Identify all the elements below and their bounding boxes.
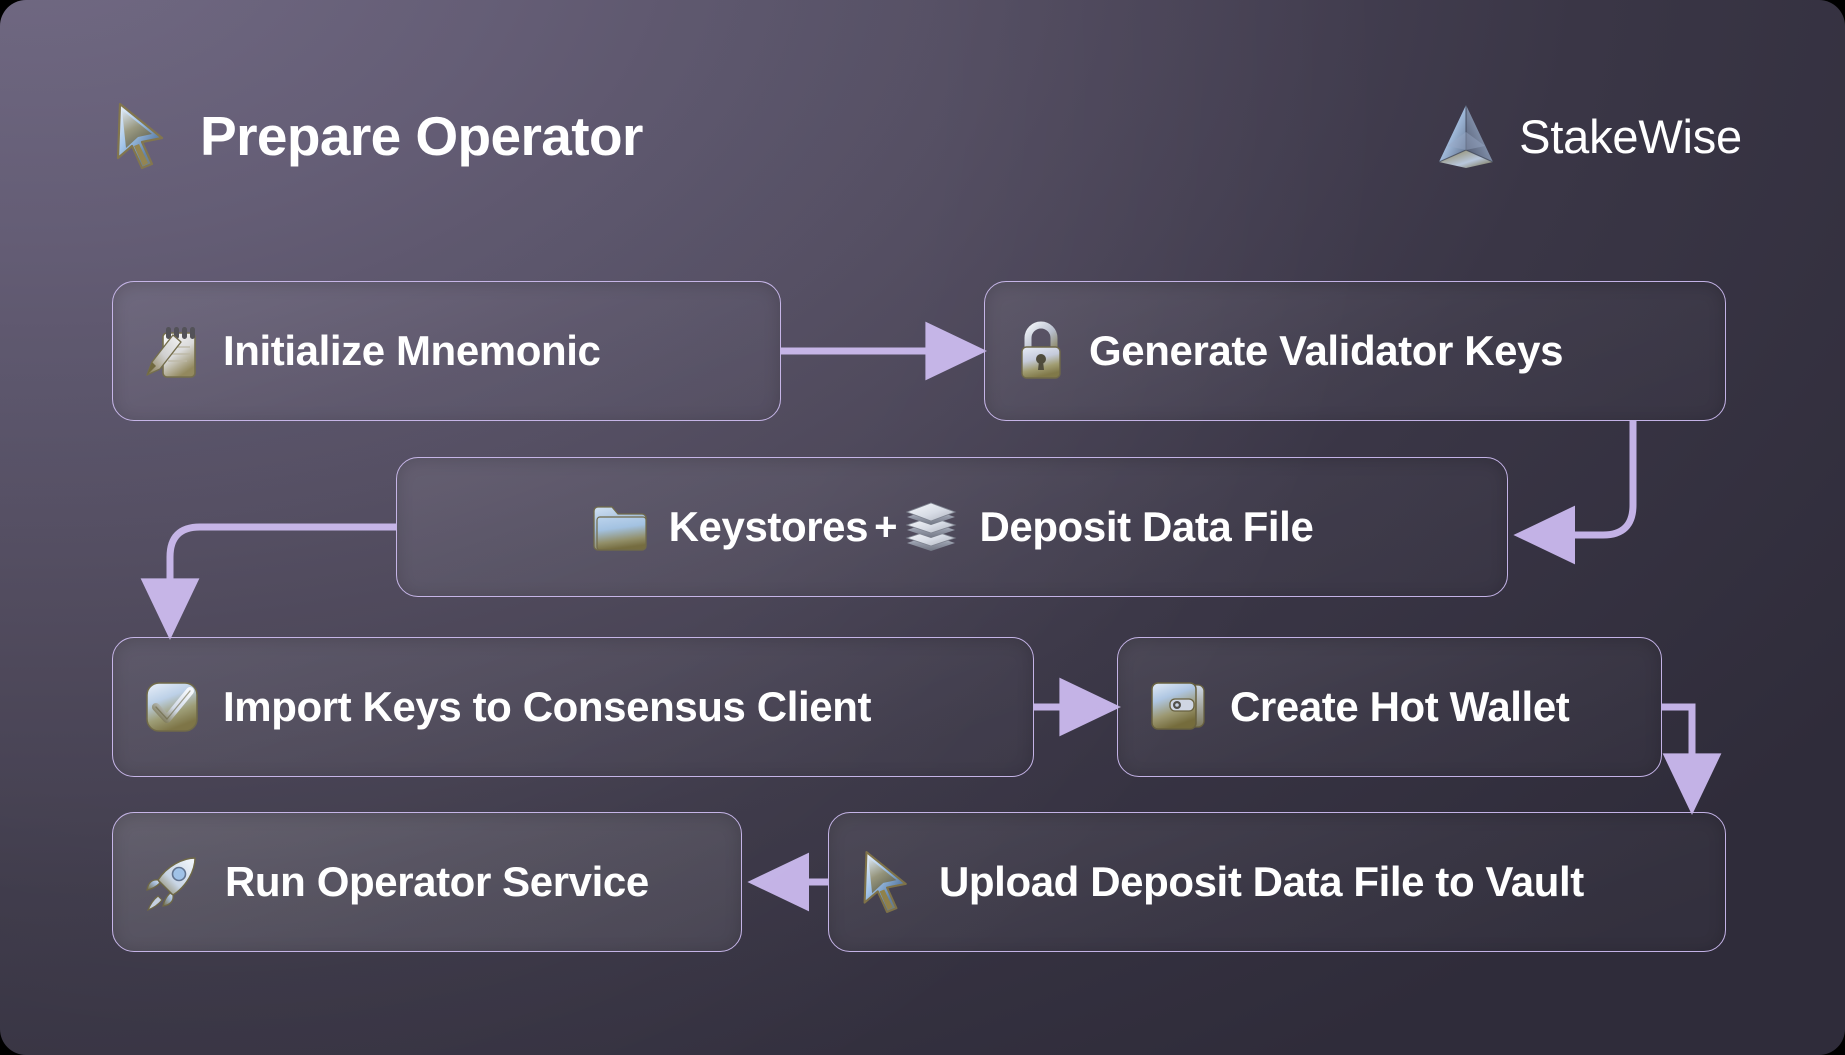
- memo-notepad-icon: [143, 321, 201, 381]
- edge-genkeys-to-keystores: [1513, 421, 1637, 565]
- stacked-discs-icon: [903, 499, 959, 555]
- node-label: Import Keys to Consensus Client: [223, 683, 872, 730]
- cursor-arrow-icon: [112, 100, 174, 172]
- check-mark-button-icon: [143, 678, 201, 736]
- node-generate-validator-keys[interactable]: Generate Validator Keys: [984, 281, 1726, 421]
- plus-separator: +: [874, 504, 898, 549]
- node-keystores-and-deposit-data[interactable]: Keystores +: [396, 457, 1508, 597]
- node-import-keys-to-consensus-client[interactable]: Import Keys to Consensus Client: [112, 637, 1034, 777]
- padlock-icon: [1015, 320, 1067, 382]
- brand-group[interactable]: StakeWise: [1435, 102, 1742, 170]
- node-initialize-mnemonic[interactable]: Initialize Mnemonic: [112, 281, 781, 421]
- edge-keystores-to-import: [140, 523, 396, 640]
- page-title: Prepare Operator: [200, 105, 643, 167]
- node-label-right: Deposit Data File: [979, 503, 1314, 550]
- title-group: Prepare Operator: [112, 100, 643, 172]
- edge-wallet-to-upload: [1662, 703, 1722, 815]
- cursor-arrow-icon: [859, 847, 917, 917]
- node-label: Initialize Mnemonic: [223, 327, 601, 374]
- node-create-hot-wallet[interactable]: Create Hot Wallet: [1117, 637, 1662, 777]
- rocket-icon: [143, 852, 203, 912]
- node-label: Generate Validator Keys: [1089, 327, 1564, 374]
- deposit-data-group: Deposit Data File: [903, 499, 1314, 555]
- node-upload-deposit-data-file-to-vault[interactable]: Upload Deposit Data File to Vault: [828, 812, 1726, 952]
- node-label: Run Operator Service: [225, 858, 649, 905]
- brand-name: StakeWise: [1519, 109, 1742, 163]
- keystores-group: Keystores: [591, 501, 869, 553]
- node-label-left: Keystores: [668, 503, 869, 550]
- stakewise-pyramid-logo: [1435, 102, 1497, 170]
- node-label: Create Hot Wallet: [1230, 683, 1570, 730]
- node-label: Upload Deposit Data File to Vault: [939, 858, 1584, 905]
- folder-icon: [591, 501, 649, 553]
- page-header: Prepare Operator: [112, 86, 1742, 186]
- wallet-icon: [1148, 679, 1208, 735]
- node-run-operator-service[interactable]: Run Operator Service: [112, 812, 742, 952]
